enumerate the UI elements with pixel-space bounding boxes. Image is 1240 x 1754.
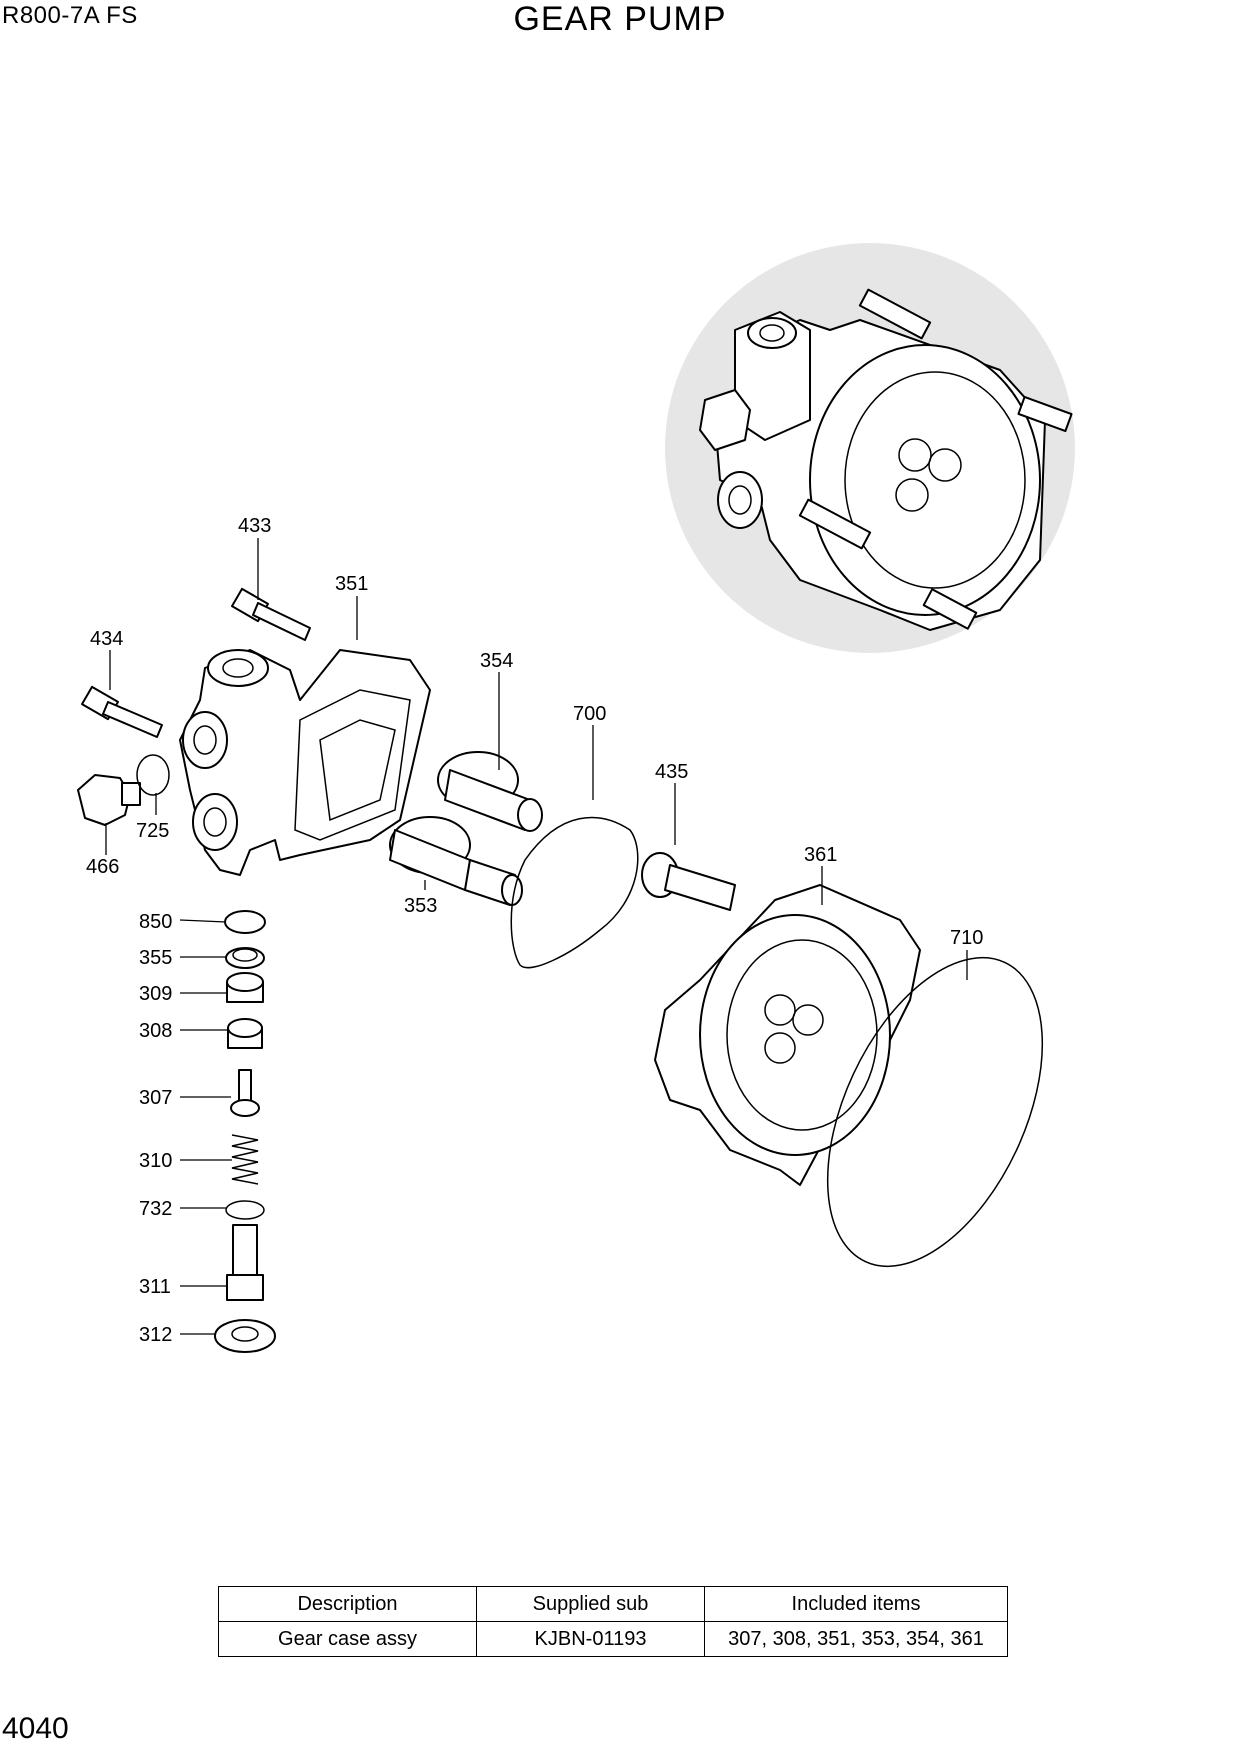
gear-case-body-351 [179,649,431,876]
callout-700: 700 [573,703,606,725]
snap-ring-850 [224,910,266,934]
callout-850: 850 [139,911,172,933]
callout-710: 710 [950,927,983,949]
callout-308: 308 [139,1020,172,1042]
table-header-included-items: Included items [704,1586,1008,1622]
callout-310: 310 [139,1150,172,1172]
callout-466: 466 [86,856,119,878]
drive-gear-354 [437,751,543,832]
cover-361 [654,884,921,1186]
assembled-pump-inset [665,243,1075,653]
seat-309 [226,972,264,1003]
callout-354: 354 [480,650,513,672]
table-cell-description: Gear case assy [218,1621,477,1657]
plug-311 [226,1224,264,1301]
page-title: GEAR PUMP [513,0,727,38]
page-number: 4040 [2,1712,69,1745]
callout-351: 351 [335,573,368,595]
poppet-307 [230,1069,260,1117]
gasket-700 [510,816,639,969]
plug-466 [77,774,141,826]
table-cell-supplied-sub: KJBN-01193 [476,1621,705,1657]
callout-307: 307 [139,1087,172,1109]
callout-433: 433 [238,515,271,537]
callout-353: 353 [404,895,437,917]
table-cell-included-items: 307, 308, 351, 353, 354, 361 [704,1621,1008,1657]
o-ring-732 [225,1200,265,1220]
seat-308 [227,1018,263,1049]
bolt-434 [81,685,163,738]
callout-725: 725 [136,820,169,842]
callout-311: 311 [139,1276,171,1298]
spring-310 [231,1134,259,1185]
leader-lines [105,538,968,1335]
supplied-sub-table: Description Supplied sub Included items … [218,1586,1008,1657]
table-row: Gear case assy KJBN-01193 307, 308, 351,… [218,1621,1008,1657]
model-label: R800-7A FS [2,2,138,29]
filter-355 [225,947,265,969]
o-ring-710 [826,956,1044,1268]
callout-732: 732 [139,1198,172,1220]
callout-434: 434 [90,628,123,650]
callout-312: 312 [139,1324,172,1346]
driven-gear-353 [389,816,523,906]
callout-361: 361 [804,844,837,866]
callout-numbers: 433 351 434 354 700 435 725 466 361 353 … [86,515,983,1346]
washer-312 [214,1319,276,1353]
bolt-433 [231,587,311,641]
callout-309: 309 [139,983,172,1005]
table-header-description: Description [218,1586,477,1622]
callout-355: 355 [139,947,172,969]
o-ring-725 [136,754,170,796]
table-header-supplied-sub: Supplied sub [476,1586,705,1622]
bolt-435 [641,852,736,911]
table-header-row: Description Supplied sub Included items [218,1586,1008,1622]
callout-435: 435 [655,761,688,783]
